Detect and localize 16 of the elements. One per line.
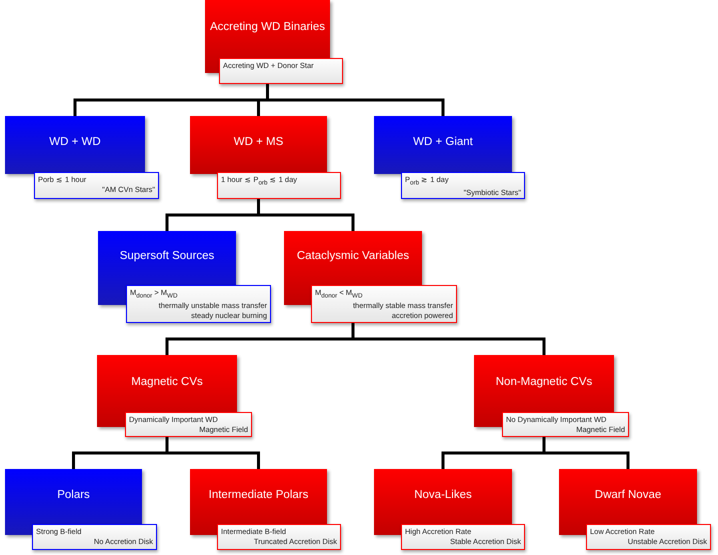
- category-title: WD + MS: [234, 136, 284, 148]
- category-title: Non-Magnetic CVs: [496, 376, 592, 388]
- category-title: Accreting WD Binaries: [210, 21, 326, 33]
- category-title: WD + WD: [49, 136, 101, 148]
- category-title: Cataclysmic Variables: [296, 250, 410, 262]
- category-title: Dwarf Novae: [594, 488, 662, 500]
- category-title: Magnetic CVs: [131, 376, 203, 388]
- category-title: Polars: [57, 488, 90, 500]
- connector-line: [542, 437, 630, 469]
- category-title: Nova-Likes: [414, 488, 472, 500]
- category-title: Intermediate Polars: [208, 488, 308, 500]
- connector-line: [166, 437, 260, 469]
- connector-line: [266, 84, 444, 116]
- connector-line: [257, 199, 354, 231]
- category-title: WD + Giant: [413, 136, 473, 148]
- category-title: Supersoft Sources: [120, 250, 214, 262]
